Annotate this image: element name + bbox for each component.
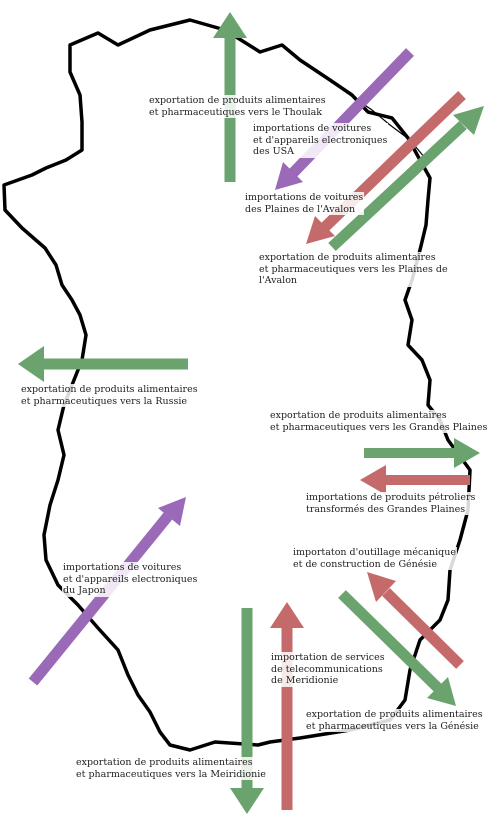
label-avalon-export: exportation de produits alimentaires et … [258,252,489,287]
arrow-import-japon [28,497,186,686]
arrow-export-meiridionie [230,608,264,814]
arrow-export-genesie [338,590,456,706]
label-genesie-import: importaton d'outillage mécanique et de c… [292,547,457,570]
label-usa-import: importations de voitures et d'appareils … [252,123,389,158]
arrow-import-meridionie [270,602,304,810]
arrow-import-genesie [367,572,464,669]
label-genesie-export: exportation de produits alimentaires et … [305,709,484,732]
arrow-export-russie [18,346,188,382]
label-grandes-plaines-import: importations de produits pétroliers tran… [305,492,477,515]
label-thoulak-export: exportation de produits alimentaires et … [148,95,327,118]
arrow-export-avalon [328,106,484,252]
label-avalon-import: importations de voitures des Plaines de … [244,192,365,215]
label-meiridionie-export: exportation de produits alimentaires et … [75,757,267,780]
arrow-export-grandes-plaines [364,438,480,468]
label-grandes-plaines-export: exportation de produits alimentaires et … [269,410,489,433]
arrow-import-grandes-plaines [360,465,470,495]
label-meridionie-import: importation de services de telecommunica… [270,652,386,687]
label-russie-export: exportation de produits alimentaires et … [20,384,199,407]
label-japon-import: importations de voitures et d'appareils … [62,562,199,597]
